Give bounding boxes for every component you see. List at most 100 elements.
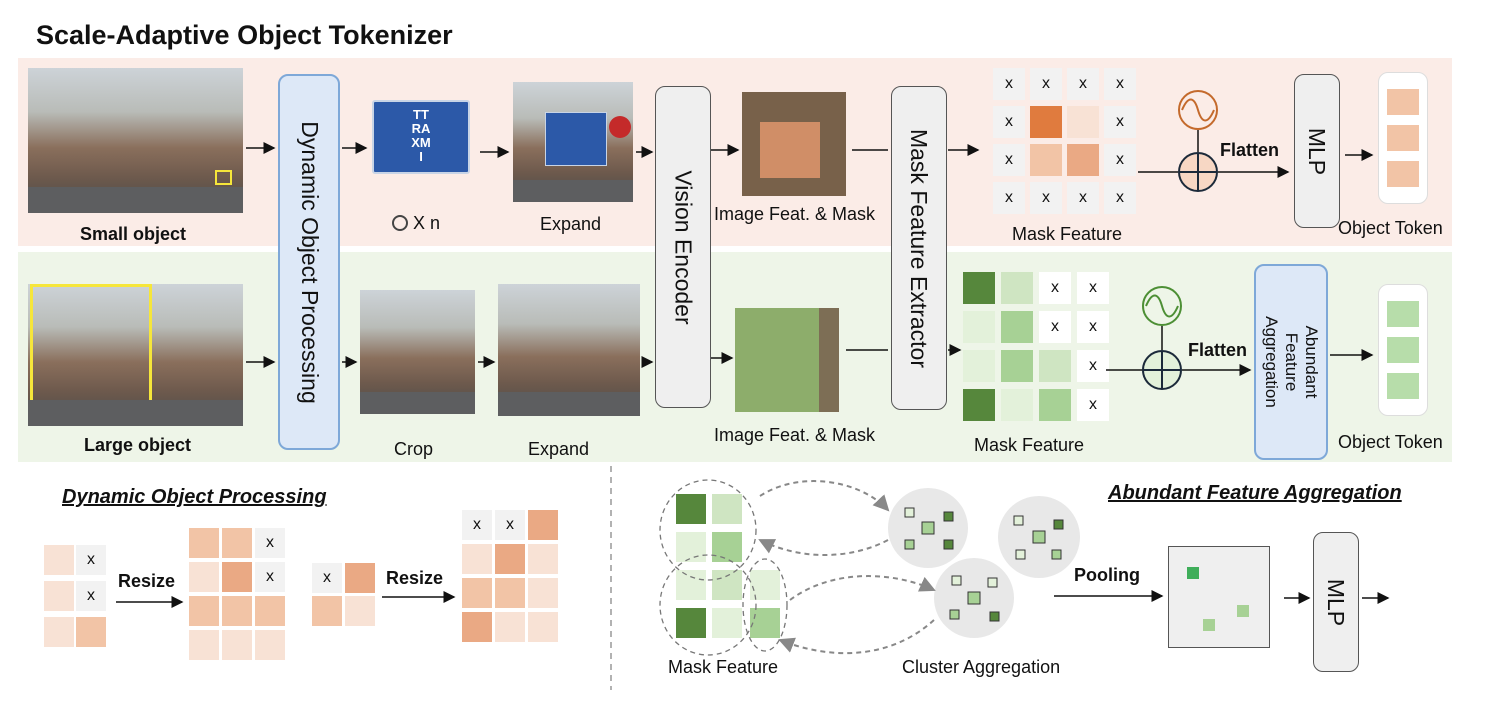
masked-cell: x — [1067, 68, 1099, 100]
feature-cell — [676, 570, 706, 600]
dynamic-object-processing-module: Dynamic Object Processing — [278, 74, 340, 450]
masked-cell: x — [255, 528, 285, 558]
abundant-feature-aggregation-module: Abundant Feature Aggregation — [1254, 264, 1328, 460]
masked-cell: x — [1104, 106, 1136, 138]
small-object-highlight-box — [215, 170, 232, 185]
feature-cell — [963, 311, 995, 343]
feature-cell — [255, 596, 285, 626]
feature-cell — [312, 596, 342, 626]
masked-cell: x — [1077, 350, 1109, 382]
positional-encoding-icon — [1142, 286, 1182, 326]
zoomed-sign-crop: TT RA XM I — [372, 100, 470, 174]
feature-cell — [1030, 144, 1062, 176]
cluster-aggregation-label: Cluster Aggregation — [902, 657, 1061, 677]
feature-cell — [495, 544, 525, 574]
token-slot — [1387, 373, 1419, 399]
feature-cell — [76, 617, 106, 647]
feature-cell — [712, 570, 742, 600]
feature-cell — [1001, 311, 1033, 343]
feature-cell — [712, 608, 742, 638]
feature-cell — [1001, 272, 1033, 304]
pooling-label: Pooling — [1074, 565, 1140, 585]
object-token-label-top: Object Token — [1338, 218, 1443, 238]
sign-in-context — [545, 112, 607, 166]
feature-cell — [495, 578, 525, 608]
aggregation-heading: Abundant Feature Aggregation — [1108, 482, 1402, 504]
cluster-outline — [742, 558, 788, 652]
object-token-mid — [1378, 284, 1428, 416]
masked-cell: x — [1039, 272, 1071, 304]
flatten-label-mid: Flatten — [1188, 340, 1248, 360]
feature-cell — [1001, 350, 1033, 382]
feature-cell — [963, 350, 995, 382]
masked-cell: x — [255, 562, 285, 592]
image-feat-label-mid: Image Feat. & Mask — [714, 425, 876, 445]
mask-feature-label-top: Mask Feature — [1012, 224, 1123, 244]
masked-cell: x — [1077, 272, 1109, 304]
zoom-factor: X n — [392, 213, 440, 234]
dynamic-processing-heading: Dynamic Object Processing — [62, 486, 327, 508]
feature-cell — [462, 578, 492, 608]
cropped-large-object — [360, 290, 475, 415]
green-mask-overlay — [735, 308, 819, 412]
cluster-outline — [659, 479, 757, 581]
feature-cell — [44, 581, 74, 611]
feature-cell — [712, 532, 742, 562]
masked-cell: x — [462, 510, 492, 540]
image-feature-cube-top — [742, 92, 846, 196]
feature-cell — [189, 562, 219, 592]
masked-cell: x — [993, 106, 1025, 138]
feature-cell — [255, 630, 285, 660]
image-feature-cube-mid — [735, 308, 839, 412]
masked-cell: x — [76, 545, 106, 575]
positional-encoding-icon — [1178, 90, 1218, 130]
feature-cell — [222, 596, 252, 626]
sign-line-3: XM — [411, 135, 431, 150]
figure-title: Scale-Adaptive Object Tokenizer — [36, 20, 453, 50]
sign-line-4: I — [419, 149, 423, 164]
feature-cell — [1067, 106, 1099, 138]
image-feat-label-top: Image Feat. & Mask — [714, 204, 876, 224]
expanded-small-object — [513, 82, 633, 202]
sign-line-1: TT — [413, 107, 429, 122]
feature-cell — [462, 612, 492, 642]
masked-cell: x — [1067, 182, 1099, 214]
pooled-feature-cell — [1203, 619, 1215, 631]
masked-cell: x — [1077, 389, 1109, 421]
masked-cell: x — [1039, 311, 1071, 343]
zoom-in-icon — [392, 215, 408, 231]
feature-cell — [44, 617, 74, 647]
cluster-link — [778, 619, 935, 655]
feature-cell — [528, 612, 558, 642]
expanded-large-object — [498, 284, 640, 416]
mask-feature-label-bottom: Mask Feature — [668, 657, 779, 677]
masked-cell: x — [312, 563, 342, 593]
cluster-node-icon — [904, 507, 954, 550]
feature-cell — [676, 494, 706, 524]
feature-cell — [676, 532, 706, 562]
feature-cell — [676, 608, 706, 638]
feature-cell — [1039, 350, 1071, 382]
sign-line-2: RA — [411, 121, 431, 136]
cluster-link — [789, 575, 936, 601]
feature-cell — [462, 544, 492, 574]
masked-cell: x — [993, 68, 1025, 100]
feature-cell — [44, 545, 74, 575]
masked-cell: x — [1030, 68, 1062, 100]
mlp-module-top: MLP — [1294, 74, 1340, 228]
cluster-outline — [659, 554, 757, 656]
cluster-node-icon — [1013, 515, 1064, 560]
feature-cell — [189, 528, 219, 558]
object-token-label-mid: Object Token — [1338, 432, 1443, 452]
mlp-module-bottom: MLP — [1313, 532, 1359, 672]
mask-feature-label-mid: Mask Feature — [974, 435, 1085, 455]
feature-cell — [528, 544, 558, 574]
pooled-feature-cell — [1237, 605, 1249, 617]
pooled-feature-cube — [1168, 546, 1270, 648]
street-photo-large — [28, 284, 243, 426]
feature-cell — [1067, 144, 1099, 176]
token-slot — [1387, 301, 1419, 327]
no-entry-sign — [609, 116, 631, 138]
crop-label: Crop — [394, 439, 434, 459]
